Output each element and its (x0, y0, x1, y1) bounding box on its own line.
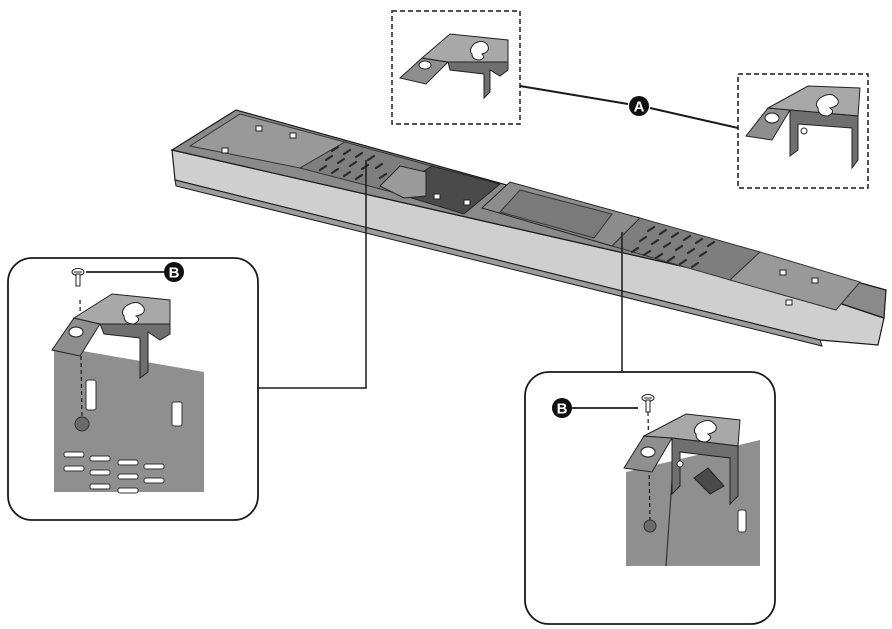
detail-right-screw (641, 394, 655, 413)
dashed-frame-right (737, 73, 869, 189)
soundbar (170, 109, 887, 347)
detail-right-side-slot (737, 509, 747, 533)
detail-right-bracket-top (642, 413, 741, 447)
detail-left-bracket-top (72, 293, 171, 325)
bracket-a-right-keyhole (815, 94, 839, 117)
detail-right-screw-hole (643, 519, 657, 533)
detail-box-right: B (524, 371, 776, 625)
callout-b-left-label: B (169, 265, 180, 282)
callout-a-leader-left (519, 85, 629, 105)
callout-b-right-label: B (557, 401, 568, 418)
callout-a: A (629, 96, 649, 116)
soundbar-display-window (499, 189, 613, 239)
callout-b-right: B (552, 398, 572, 418)
detail-left-bracket-keyhole (121, 302, 145, 325)
callout-a-leader-right (649, 107, 739, 129)
detail-box-left: B (7, 257, 259, 521)
bracket-a-left-keyhole (469, 40, 489, 61)
detail-left-bracket-side (99, 323, 171, 379)
detail-right-bracket-side (671, 437, 739, 506)
detail-left-screw-hole (74, 416, 90, 432)
callout-b-left: B (164, 262, 184, 282)
detail-right-bracket-small-hole (676, 460, 684, 468)
detail-left-bracket-hole (68, 326, 84, 338)
detail-left-connector (258, 160, 367, 389)
callout-a-label: A (634, 99, 645, 116)
detail-right-ridge (665, 479, 673, 567)
detail-right-slot (693, 467, 725, 495)
detail-left-slots (63, 379, 183, 494)
bracket-a-left-box (391, 10, 521, 125)
bracket-a-right-box (737, 73, 869, 189)
detail-left-screw (71, 268, 85, 287)
dashed-frame-left (391, 10, 521, 125)
vent-slots-left (318, 145, 388, 181)
soundbar-right-panel (729, 251, 861, 311)
bracket-a-right-small-hole (800, 127, 808, 135)
bracket-a-left-top (420, 33, 509, 63)
bracket-a-right-base (745, 107, 791, 141)
soundbar-bottom-edge (174, 179, 823, 347)
detail-left-dashed-guide (79, 299, 83, 419)
bracket-a-right-top (766, 85, 861, 117)
vent-slots-right (630, 225, 716, 269)
bracket-a-right-hole (764, 112, 780, 124)
detail-right-surface (626, 440, 760, 566)
detail-right-bracket-hole (640, 446, 656, 458)
bracket-a-left-side (447, 61, 509, 100)
detail-right-bracket-keyhole (693, 420, 717, 443)
soundbar-front-face (171, 149, 885, 346)
soundbar-mount-holes (221, 125, 819, 306)
bracket-a-left-hole (418, 60, 432, 70)
soundbar-bracket-left (379, 165, 427, 199)
bracket-a-right-side (789, 109, 859, 170)
